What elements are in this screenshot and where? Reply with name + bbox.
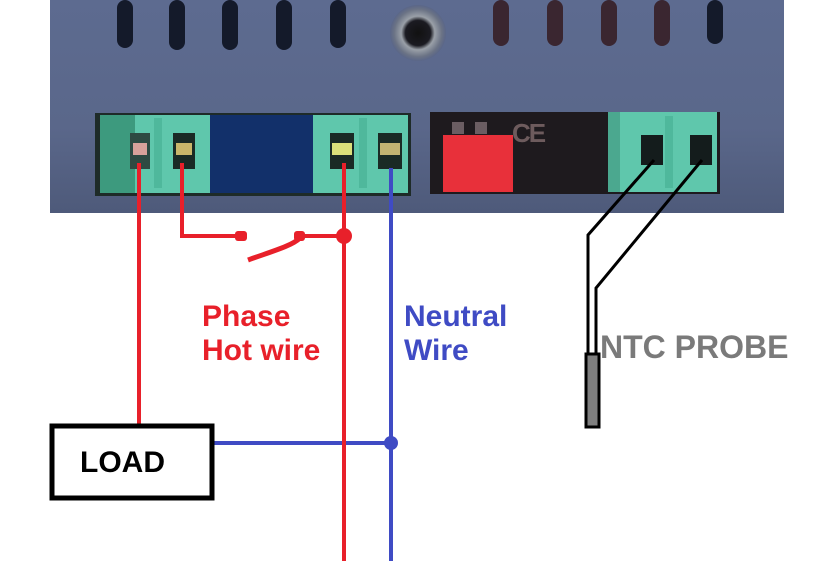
ntc-probe-label: NTC PROBE bbox=[600, 329, 789, 365]
ce-mark: CE bbox=[512, 118, 546, 148]
red-indicator bbox=[443, 135, 513, 192]
neutral-label-line1: Neutral bbox=[404, 300, 508, 333]
relay-output-wire bbox=[180, 163, 240, 238]
load-box bbox=[49, 423, 215, 501]
terminal-screw-4 bbox=[378, 133, 402, 169]
probe-terminal-2 bbox=[690, 135, 712, 165]
device-housing bbox=[50, 0, 784, 213]
neutral-label: Neutral Wire bbox=[404, 300, 507, 367]
ntc-probe-body bbox=[584, 352, 601, 429]
probe-terminal-1 bbox=[641, 135, 663, 165]
ntc-probe-wiring bbox=[586, 159, 704, 356]
phase-label-line2: Hot wire bbox=[202, 333, 321, 367]
phase-label: Phase Hot wire bbox=[202, 300, 320, 367]
vent-slots bbox=[117, 0, 723, 50]
neutral-label-line2: Wire bbox=[404, 333, 469, 367]
relay-contact-right bbox=[294, 231, 305, 241]
relay-switch-contact bbox=[247, 236, 302, 263]
terminal-block-right bbox=[430, 112, 720, 194]
phase-label-line1: Phase bbox=[202, 300, 291, 333]
neutral-wiring bbox=[213, 168, 393, 561]
phase-junction-dot bbox=[336, 228, 352, 244]
neutral-junction-dot bbox=[384, 436, 398, 450]
terminal-screw-2 bbox=[173, 133, 195, 169]
terminal-screw-1 bbox=[130, 133, 150, 169]
load-label: LOAD bbox=[80, 446, 165, 479]
terminal-block-left bbox=[95, 113, 411, 196]
mounting-screw bbox=[390, 5, 446, 61]
relay-contact-left bbox=[235, 231, 247, 241]
